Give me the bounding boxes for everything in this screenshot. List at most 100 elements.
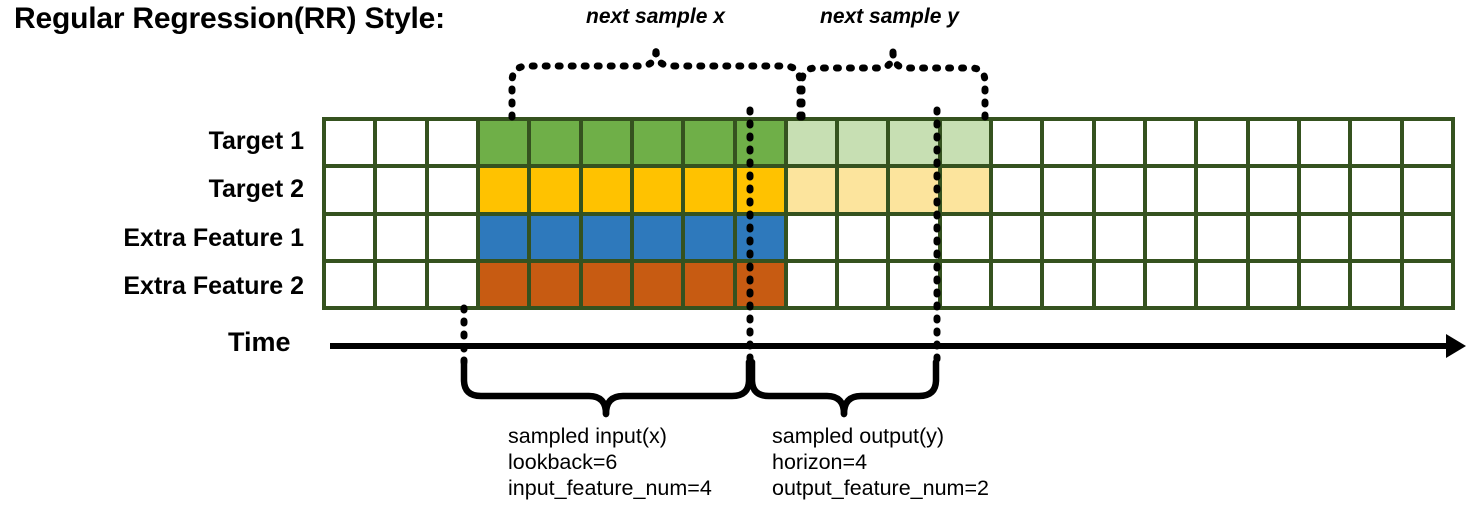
grid-cell-target-2-10 [787, 168, 836, 212]
grid-cell-extra-feature-2-1 [326, 262, 374, 306]
grid-cell-target-2-22 [1403, 168, 1451, 212]
caption-sampled-input: sampled input(x) lookback=6 input_featur… [508, 423, 712, 501]
grid-cell-target-2-19 [1249, 168, 1298, 212]
grid-cell-target-1-13 [941, 121, 990, 165]
grid-cell-extra-feature-2-22 [1403, 262, 1451, 306]
grid-cell-target-2-12 [890, 168, 938, 212]
grid-cell-extra-feature-1-8 [685, 215, 733, 259]
grid-cell-target-2-18 [1198, 168, 1246, 212]
row-label-target-1: Target 1 [208, 127, 304, 155]
grid-cell-extra-feature-2-2 [377, 262, 425, 306]
grid-cell-extra-feature-1-18 [1198, 215, 1246, 259]
grid-cell-extra-feature-2-13 [941, 262, 990, 306]
grid-cell-extra-feature-2-4 [479, 262, 528, 306]
grid-cell-extra-feature-2-6 [582, 262, 630, 306]
grid-cell-target-2-2 [377, 168, 425, 212]
grid-cell-extra-feature-1-3 [428, 215, 476, 259]
grid-cell-target-2-13 [941, 168, 990, 212]
grid-cell-extra-feature-2-8 [685, 262, 733, 306]
caption-line: sampled input(x) [508, 424, 667, 448]
grid-cell-target-2-16 [1095, 168, 1144, 212]
grid-cell-target-2-9 [736, 168, 784, 212]
grid-cell-target-2-1 [326, 168, 374, 212]
page-title: Regular Regression(RR) Style: [14, 2, 445, 35]
grid-cell-target-1-9 [736, 121, 784, 165]
grid-cell-extra-feature-2-17 [1147, 262, 1195, 306]
grid-cell-target-1-5 [531, 121, 579, 165]
grid-cell-target-2-17 [1147, 168, 1195, 212]
grid-cell-target-2-11 [839, 168, 887, 212]
grid-cell-target-2-6 [582, 168, 630, 212]
grid-cell-target-1-3 [428, 121, 476, 165]
grid-cell-target-1-20 [1301, 121, 1349, 165]
grid-cell-target-2-21 [1352, 168, 1400, 212]
grid-cell-extra-feature-1-6 [582, 215, 630, 259]
grid-cell-target-1-8 [685, 121, 733, 165]
dotted-brace-up-y [798, 48, 989, 121]
grid-cell-extra-feature-2-16 [1095, 262, 1144, 306]
row-label-extra-feature-2: Extra Feature 2 [123, 271, 304, 300]
grid-cell-target-1-15 [1044, 121, 1092, 165]
grid-cell-extra-feature-1-19 [1249, 215, 1298, 259]
grid-cell-target-1-12 [890, 121, 938, 165]
annotation-next-sample-x: next sample x [586, 5, 725, 28]
grid-cell-extra-feature-2-10 [787, 262, 836, 306]
grid-cell-extra-feature-1-17 [1147, 215, 1195, 259]
grid-cell-extra-feature-2-3 [428, 262, 476, 306]
time-axis-arrow [330, 334, 1466, 358]
grid-cell-extra-feature-2-14 [993, 262, 1041, 306]
grid-cell-extra-feature-1-2 [377, 215, 425, 259]
grid-cell-extra-feature-1-9 [736, 215, 784, 259]
grid-cell-extra-feature-2-11 [839, 262, 887, 306]
grid-cell-extra-feature-1-15 [1044, 215, 1092, 259]
grid-cell-target-1-7 [633, 121, 682, 165]
grid-cell-target-2-14 [993, 168, 1041, 212]
caption-line: sampled output(y) [772, 424, 945, 448]
grid-cell-extra-feature-2-12 [890, 262, 938, 306]
grid-cell-target-2-5 [531, 168, 579, 212]
grid-cell-target-2-15 [1044, 168, 1092, 212]
grid-cell-extra-feature-2-9 [736, 262, 784, 306]
grid-cell-target-1-19 [1249, 121, 1298, 165]
row-label-column: Target 1 Target 2 Extra Feature 1 Extra … [0, 117, 312, 310]
row-label-target-2: Target 2 [208, 175, 304, 204]
grid-cell-extra-feature-1-12 [890, 215, 938, 259]
grid-cell-extra-feature-1-14 [993, 215, 1041, 259]
grid-cell-extra-feature-2-5 [531, 262, 579, 306]
grid-cell-extra-feature-1-21 [1352, 215, 1400, 259]
grid-cell-extra-feature-1-1 [326, 215, 374, 259]
caption-line: output_feature_num=2 [772, 476, 989, 500]
grid-cell-extra-feature-2-21 [1352, 262, 1400, 306]
dotted-brace-up-x [508, 46, 804, 121]
time-axis-label: Time [228, 327, 291, 357]
caption-line: input_feature_num=4 [508, 476, 712, 500]
grid-cell-target-1-2 [377, 121, 425, 165]
grid-cell-extra-feature-2-19 [1249, 262, 1298, 306]
grid-cell-extra-feature-1-16 [1095, 215, 1144, 259]
grid-cell-extra-feature-1-5 [531, 215, 579, 259]
grid-cell-target-1-16 [1095, 121, 1144, 165]
grid-cell-extra-feature-2-7 [633, 262, 682, 306]
grid-cell-target-1-1 [326, 121, 374, 165]
grid-cell-extra-feature-1-7 [633, 215, 682, 259]
grid-cell-target-1-22 [1403, 121, 1451, 165]
grid-cell-extra-feature-2-18 [1198, 262, 1246, 306]
grid-cell-target-1-14 [993, 121, 1041, 165]
grid-cell-extra-feature-1-11 [839, 215, 887, 259]
timeseries-grid [322, 117, 1455, 310]
caption-line: horizon=4 [772, 450, 868, 474]
grid-cell-target-1-4 [479, 121, 528, 165]
grid-cell-target-1-21 [1352, 121, 1400, 165]
grid-cell-extra-feature-1-4 [479, 215, 528, 259]
grid-cell-target-1-11 [839, 121, 887, 165]
caption-sampled-output: sampled output(y) horizon=4 output_featu… [772, 423, 989, 501]
caption-line: lookback=6 [508, 450, 618, 474]
grid-cell-extra-feature-1-20 [1301, 215, 1349, 259]
grid-cell-target-2-20 [1301, 168, 1349, 212]
grid-cell-target-1-17 [1147, 121, 1195, 165]
grid-cell-target-1-6 [582, 121, 630, 165]
grid-cell-extra-feature-2-15 [1044, 262, 1092, 306]
grid-cell-extra-feature-1-22 [1403, 215, 1451, 259]
grid-cell-target-2-8 [685, 168, 733, 212]
grid-cell-extra-feature-1-13 [941, 215, 990, 259]
